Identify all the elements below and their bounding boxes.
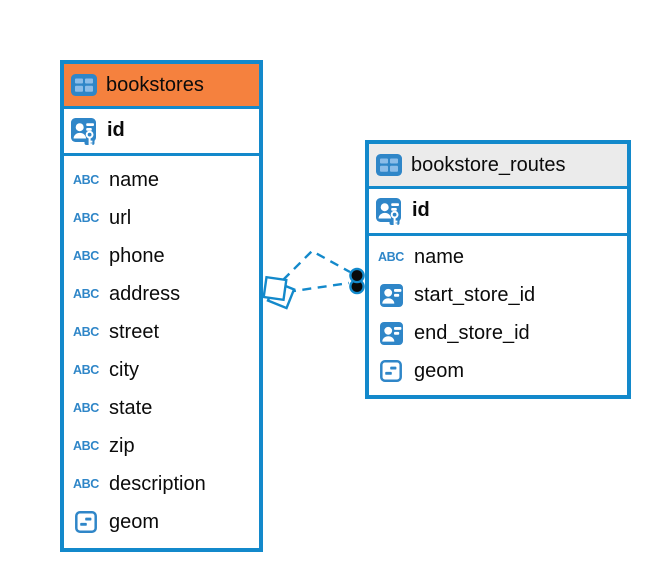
- column-row-start-store-id[interactable]: start_store_id: [369, 276, 627, 314]
- relationship-line-upper[interactable]: [282, 249, 351, 281]
- column-row-street[interactable]: ABC street: [64, 313, 259, 351]
- text-type-icon: ABC: [73, 286, 99, 301]
- column-label: address: [109, 282, 181, 305]
- column-row-description[interactable]: ABC description: [64, 465, 259, 503]
- text-type-icon: ABC: [73, 476, 99, 491]
- column-row-city[interactable]: ABC city: [64, 351, 259, 389]
- relationship-line-lower[interactable]: [286, 281, 350, 294]
- text-type-icon: ABC: [73, 172, 99, 187]
- column-label: url: [109, 206, 132, 229]
- column-row-state[interactable]: ABC state: [64, 389, 259, 427]
- column-label: geom: [414, 359, 465, 382]
- column-label: name: [109, 168, 160, 191]
- column-row-geom[interactable]: geom: [369, 352, 627, 390]
- foreign-key-icon: [376, 322, 406, 345]
- table-icon: [376, 154, 402, 176]
- column-list: ABC name ABC url ABC phone ABC address A…: [64, 156, 259, 548]
- primary-key-icon: [71, 118, 98, 147]
- text-type-icon: ABC: [73, 400, 99, 415]
- table-bookstore-routes[interactable]: bookstore_routes id ABC name start_store…: [365, 140, 631, 399]
- relationship-target-markers[interactable]: [349, 267, 365, 295]
- foreign-key-icon: [376, 284, 406, 307]
- column-row-end-store-id[interactable]: end_store_id: [369, 314, 627, 352]
- primary-key-row[interactable]: id: [369, 189, 627, 236]
- column-label: phone: [109, 244, 165, 267]
- primary-key-label: id: [107, 119, 125, 141]
- column-label: city: [109, 358, 139, 381]
- column-label: zip: [109, 434, 135, 457]
- column-label: geom: [109, 510, 160, 533]
- column-label: start_store_id: [414, 283, 536, 306]
- geometry-type-icon: [376, 360, 406, 382]
- text-type-icon: ABC: [73, 362, 99, 377]
- text-type-icon: ABC: [378, 249, 404, 264]
- column-label: end_store_id: [414, 321, 530, 344]
- column-label: description: [109, 472, 206, 495]
- column-row-phone[interactable]: ABC phone: [64, 237, 259, 275]
- primary-key-row[interactable]: id: [64, 109, 259, 156]
- text-type-icon: ABC: [73, 324, 99, 339]
- column-row-zip[interactable]: ABC zip: [64, 427, 259, 465]
- primary-key-label: id: [412, 199, 430, 221]
- primary-key-icon: [376, 198, 403, 227]
- column-label: state: [109, 396, 153, 419]
- text-type-icon: ABC: [73, 248, 99, 263]
- table-icon: [71, 74, 97, 96]
- table-bookstores[interactable]: bookstores id ABC name ABC url ABC phone…: [60, 60, 263, 552]
- column-list: ABC name start_store_id end_store_id geo…: [369, 236, 627, 395]
- text-type-icon: ABC: [73, 210, 99, 225]
- column-row-url[interactable]: ABC url: [64, 199, 259, 237]
- column-row-geom[interactable]: geom: [64, 503, 259, 541]
- column-label: name: [414, 245, 465, 268]
- column-label: street: [109, 320, 160, 343]
- table-header-bookstore-routes[interactable]: bookstore_routes: [369, 144, 627, 189]
- column-row-name[interactable]: ABC name: [369, 238, 627, 276]
- table-name: bookstores: [106, 74, 204, 96]
- column-row-address[interactable]: ABC address: [64, 275, 259, 313]
- relationship-source-markers[interactable]: [262, 275, 296, 310]
- table-name: bookstore_routes: [411, 154, 566, 176]
- table-header-bookstores[interactable]: bookstores: [64, 64, 259, 109]
- column-row-name[interactable]: ABC name: [64, 161, 259, 199]
- text-type-icon: ABC: [73, 438, 99, 453]
- geometry-type-icon: [71, 511, 101, 533]
